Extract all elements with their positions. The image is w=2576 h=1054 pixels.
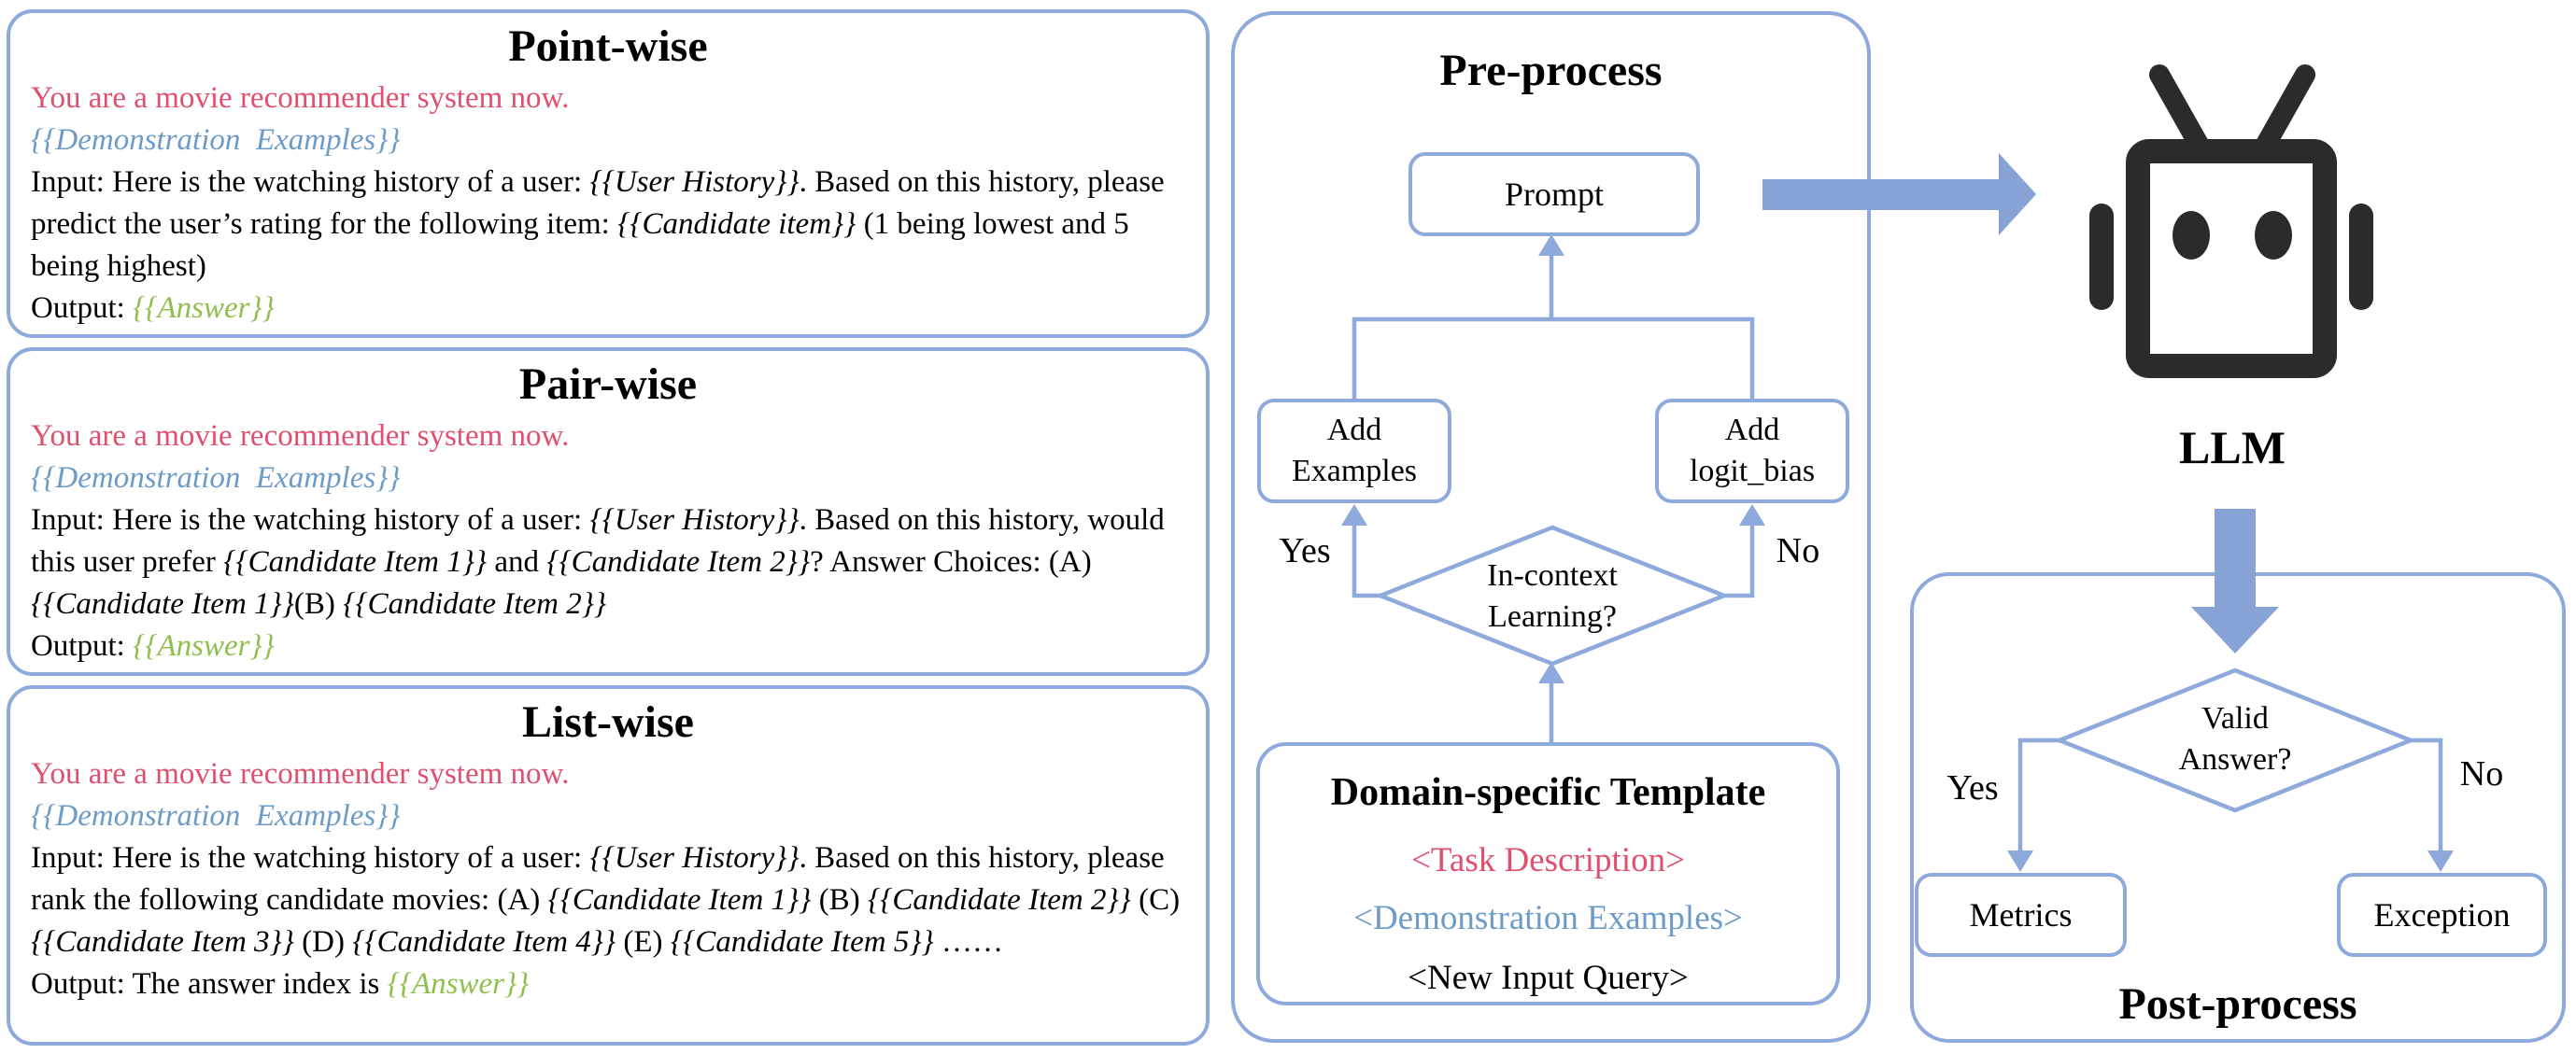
text-segment: {{Answer}} [133, 629, 275, 663]
template-demonstration-examples: <Demonstration Examples> [1353, 899, 1743, 937]
text-segment: {{Candidate Item 1}} [547, 883, 812, 917]
text-segment: You are a movie recommender system now. [31, 81, 570, 115]
preprocess-title: Pre-process [1439, 46, 1663, 95]
template-new-input-query: <New Input Query> [1408, 959, 1689, 997]
robot-head-icon [2126, 139, 2337, 378]
prompt-node: Prompt [1408, 152, 1700, 236]
valid-answer-decision-label: Valid Answer? [2178, 701, 2292, 777]
pairwise-template-card: Pair-wise You are a movie recommender sy… [7, 347, 1210, 676]
postprocess-yes-label: Yes [1946, 768, 1999, 808]
text-segment: (D) [293, 925, 353, 959]
preprocess-no-label: No [1776, 531, 1820, 570]
in-context-learning-decision-diamond [1374, 525, 1731, 667]
pointwise-template-card: Point-wise You are a movie recommender s… [7, 9, 1210, 338]
text-segment: {{Candidate Item 4}} [352, 925, 616, 959]
text-segment: {{User History}} [589, 503, 800, 537]
text-segment: {{Demonstration Examples}} [31, 461, 401, 495]
text-segment: {{User History}} [589, 165, 800, 199]
robot-right-antenna-icon [2254, 64, 2315, 158]
arrow-up-to-add-examples-icon [1341, 504, 1367, 526]
arrow-down-to-exception-icon [2427, 850, 2454, 872]
text-segment: …… [933, 925, 1003, 959]
metrics-label: Metrics [1969, 896, 2073, 934]
robot-left-antenna-icon [2149, 64, 2211, 158]
pairwise-title: Pair-wise [518, 359, 698, 409]
text-segment: {{Candidate Item 3}} [31, 925, 294, 959]
arrow-up-to-add-logit-bias-icon [1739, 504, 1765, 526]
text-segment: Output: The answer index is [31, 967, 388, 1001]
valid-answer-decision-diamond [2053, 668, 2417, 813]
arrow-down-to-metrics-icon [2007, 850, 2033, 872]
text-segment: ? Answer Choices: (A) [810, 545, 1099, 579]
prompt-node-label: Prompt [1504, 176, 1604, 213]
text-segment: {{Candidate Item 5}} [670, 925, 934, 959]
text-segment: {{User History}} [589, 841, 800, 875]
arrow-up-to-prompt-icon [1538, 234, 1564, 256]
text-segment: {{Answer}} [133, 291, 275, 325]
text-segment: (1 being lowest and 5 being highest) [31, 207, 1138, 283]
text-segment: {{Candidate Item 1}} [223, 545, 488, 579]
llm-to-postprocess-arrow-icon [2191, 509, 2279, 653]
listwise-template-card: List-wise You are a movie recommender sy… [7, 685, 1210, 1046]
arrow-up-to-decision-icon [1538, 662, 1564, 683]
robot-left-ear-icon [2089, 204, 2114, 310]
llm-robot-icon [2089, 64, 2373, 378]
add-logit-bias-label: Add logit_bias [1689, 413, 1816, 488]
add-examples-node: Add Examples [1257, 399, 1451, 503]
robot-right-ear-icon [2349, 204, 2373, 310]
text-segment: {{Answer}} [387, 967, 530, 1001]
llm-label: LLM [2179, 421, 2286, 473]
robot-left-eye-icon [2173, 211, 2210, 260]
text-segment: {{Candidate Item 2}} [546, 545, 811, 579]
preprocess-connector-lines [1352, 250, 1755, 742]
text-segment: Output: [31, 629, 134, 663]
in-context-learning-decision-label: In-context Learning? [1487, 558, 1618, 634]
template-task-description: <Task Description> [1411, 841, 1685, 879]
text-segment: You are a movie recommender system now. [31, 757, 570, 791]
text-segment: {{Demonstration Examples}} [31, 123, 401, 157]
text-segment: Input: Here is the watching history of a… [31, 503, 590, 537]
pointwise-body: You are a movie recommender system now. {… [31, 77, 1185, 330]
text-segment: Output: [31, 291, 134, 325]
text-segment: (B) [811, 883, 868, 917]
pairwise-body: You are a movie recommender system now. {… [31, 415, 1185, 668]
exception-label: Exception [2373, 896, 2511, 934]
postprocess-no-label: No [2459, 754, 2504, 794]
text-segment: You are a movie recommender system now. [31, 419, 570, 453]
text-segment: (B) [293, 587, 344, 621]
listwise-body: You are a movie recommender system now. {… [31, 753, 1185, 1005]
robot-right-eye-icon [2255, 211, 2292, 260]
prompt-to-llm-arrow-icon [1762, 153, 2036, 235]
domain-template-title: Domain-specific Template [1330, 771, 1766, 814]
text-segment: . Based on this history, please predict … [31, 165, 1172, 241]
text-segment: {{Candidate Item 2}} [343, 587, 607, 621]
text-segment: {{Candidate item}} [617, 207, 856, 241]
metrics-node: Metrics [1915, 873, 2127, 957]
domain-template-node [1256, 742, 1840, 1005]
add-examples-label: Add Examples [1291, 413, 1418, 488]
text-segment: . Based on this history, please rank the… [31, 841, 1172, 917]
text-segment: {{Demonstration Examples}} [31, 799, 401, 833]
text-segment: . Based on this history, would this user… [31, 503, 1172, 579]
listwise-title: List-wise [522, 697, 694, 747]
text-segment: Input: Here is the watching history of a… [31, 165, 590, 199]
preprocess-yes-label: Yes [1279, 531, 1331, 570]
text-segment: {{Candidate Item 2}} [867, 883, 1131, 917]
text-segment: (E) [616, 925, 671, 959]
text-segment: (C) [1130, 883, 1188, 917]
text-segment: {{Candidate Item 1}} [31, 587, 294, 621]
add-logit-bias-node: Add logit_bias [1655, 399, 1849, 503]
postprocess-connector-lines [2017, 738, 2443, 855]
postprocess-title: Post-process [2118, 979, 2357, 1029]
pointwise-title: Point-wise [508, 21, 708, 71]
exception-node: Exception [2337, 873, 2547, 957]
text-segment: and [487, 545, 547, 579]
text-segment: Input: Here is the watching history of a… [31, 841, 590, 875]
